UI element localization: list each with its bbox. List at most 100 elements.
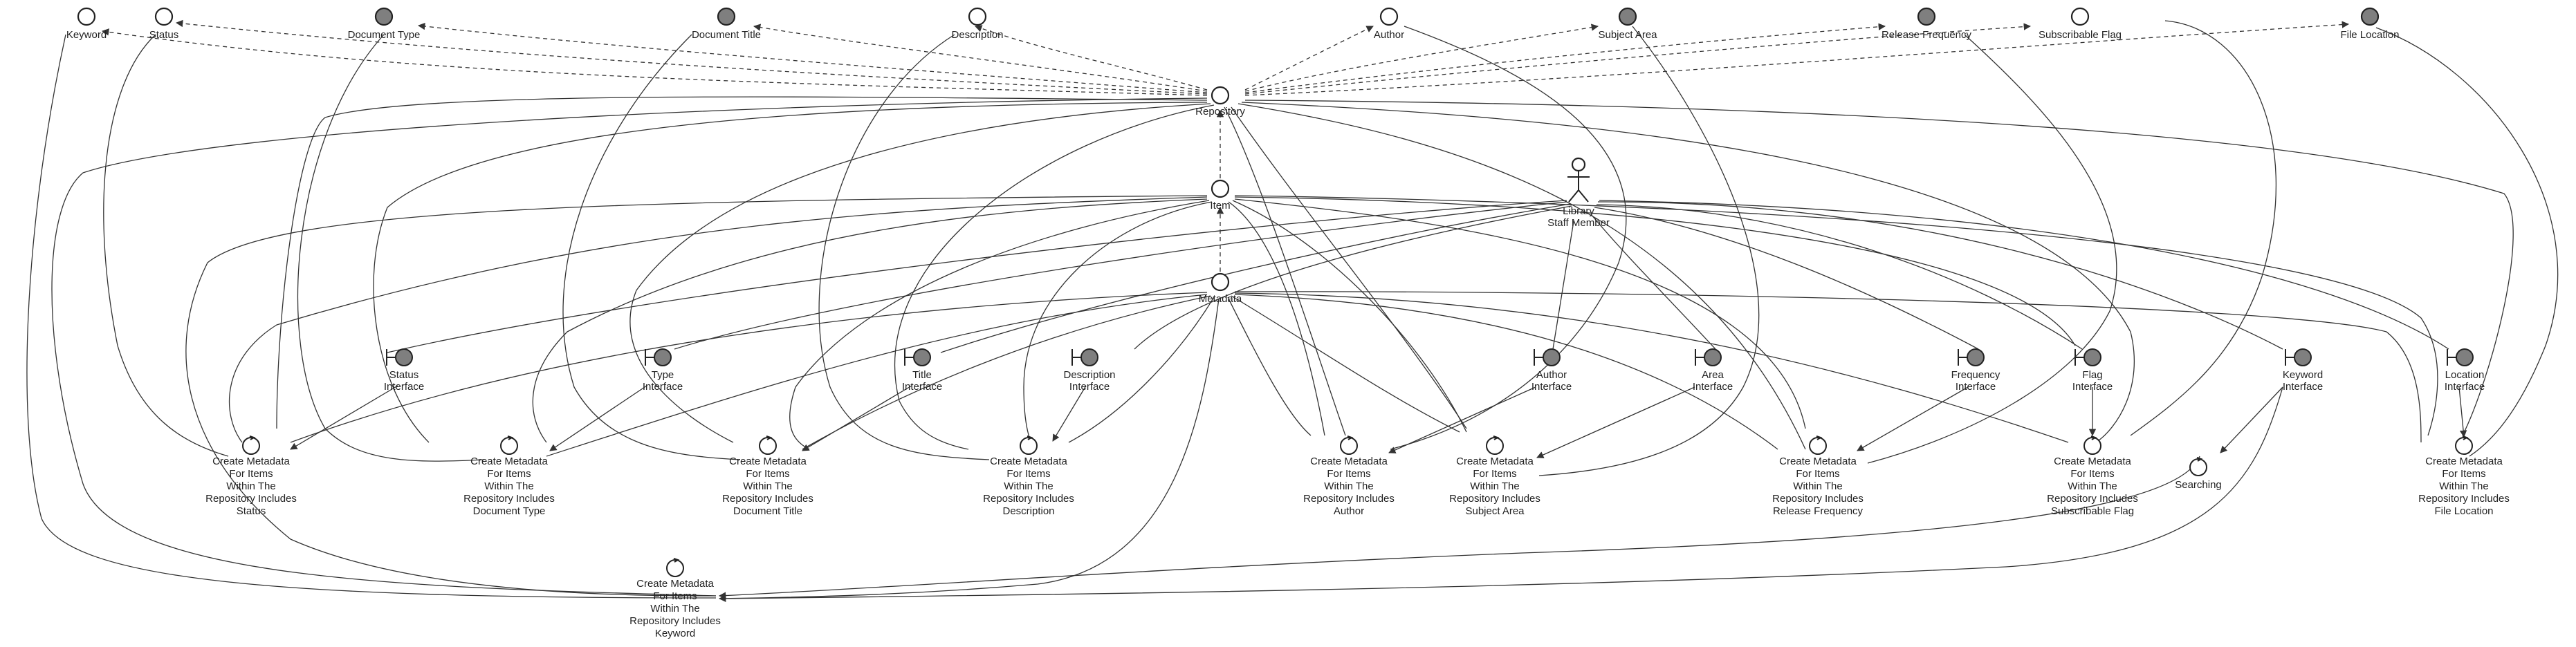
control-uc-document-type[interactable]: Create Metadata For Items Within The Rep… — [463, 435, 555, 517]
control-uc-subject-area[interactable]: Create Metadata For Items Within The Rep… — [1449, 435, 1540, 517]
edge-item-uc-subject — [1232, 200, 1467, 433]
edge-meta-uc-location — [1234, 291, 2422, 443]
control-uc-file-location[interactable]: Create Metadata For Items Within The Rep… — [2418, 435, 2510, 517]
control-label-line1: Create Metadata — [2425, 456, 2503, 467]
control-label-line4: Repository Includes — [1449, 493, 1540, 505]
control-icon — [1809, 435, 1827, 455]
entity-light-icon — [1211, 272, 1230, 292]
edge-location-if-uc — [2458, 386, 2467, 438]
edge-repo-uc-frequency — [1238, 103, 1806, 450]
control-label-line3: Within The — [484, 480, 533, 492]
control-icon — [759, 435, 777, 455]
boundary-label-line2: Interface — [1956, 381, 1996, 393]
entity-item[interactable]: Item — [1210, 179, 1231, 212]
edge-item-uc-description — [1023, 201, 1213, 450]
control-label-line5: Subject Area — [1465, 505, 1525, 517]
control-label-line5: Subscribable Flag — [2051, 505, 2134, 517]
control-uc-author[interactable]: Create Metadata For Items Within The Rep… — [1303, 435, 1395, 517]
entity-document-title[interactable]: Document Title — [692, 7, 761, 41]
control-label-line2: For Items — [1796, 468, 1839, 480]
dependency-edges — [101, 19, 2350, 272]
edge-repo-uc-doctitle — [629, 103, 1211, 443]
edge-author-uc — [1390, 26, 1627, 450]
boundary-type-interface[interactable]: Type Interface — [643, 348, 683, 393]
edge-repo-uc-doctype — [373, 102, 1208, 443]
control-uc-keyword[interactable]: Create Metadata For Items Within The Rep… — [629, 558, 721, 639]
edge-meta-uc-doctype — [546, 294, 1208, 457]
control-label-line1: Create Metadata — [470, 456, 548, 467]
dep-repo-keyword — [101, 28, 1208, 96]
entity-repository[interactable]: Repository — [1195, 86, 1245, 118]
control-icon — [500, 435, 518, 455]
control-label-line1: Create Metadata — [729, 456, 807, 467]
actor-library-staff-member[interactable]: Library Staff Member — [1547, 157, 1610, 229]
control-label-line2: For Items — [2442, 468, 2485, 480]
boundary-label-line1: Author — [1536, 369, 1567, 381]
control-uc-status[interactable]: Create Metadata For Items Within The Rep… — [205, 435, 297, 517]
edge-repo-uc-description — [894, 104, 1215, 450]
boundary-flag-interface[interactable]: Flag Interface — [2072, 348, 2113, 393]
boundary-icon — [386, 348, 413, 366]
entity-label: Status — [149, 29, 179, 41]
control-label-line5: File Location — [2434, 505, 2493, 517]
control-label-line5: Description — [1002, 505, 1054, 517]
dep-repo-doctitle — [753, 24, 1208, 92]
control-label-line5: Document Type — [473, 505, 546, 517]
edge-item-uc-doctype — [532, 198, 1208, 443]
control-label-line2: For Items — [1327, 468, 1370, 480]
boundary-frequency-interface[interactable]: Frequency Interface — [1951, 348, 2000, 393]
edge-item-uc-author — [1228, 201, 1325, 436]
entity-label: Release Frequency — [1882, 29, 1972, 41]
edge-keyword-if-uc-keyword — [719, 386, 2283, 599]
control-searching[interactable]: Searching — [2175, 457, 2222, 491]
edge-actor-status-if — [387, 200, 1567, 353]
edge-subject-uc — [1538, 26, 1760, 476]
boundary-location-interface[interactable]: Location Interface — [2445, 348, 2485, 393]
entity-metadata[interactable]: Metadata — [1199, 272, 1242, 305]
entity-subscribable-flag[interactable]: Subscribable Flag — [2039, 7, 2122, 41]
entity-label: Item — [1210, 200, 1230, 212]
entity-dark-icon — [374, 7, 394, 26]
boundary-description-interface[interactable]: Description Interface — [1063, 348, 1116, 393]
edge-repo-uc-status — [276, 96, 1208, 429]
entity-description[interactable]: Description — [951, 7, 1004, 41]
control-label-line2: For Items — [2070, 468, 2114, 480]
boundary-keyword-interface[interactable]: Keyword Interface — [2283, 348, 2323, 393]
control-label-line3: Within The — [226, 480, 275, 492]
boundary-label-line2: Interface — [2072, 381, 2113, 393]
control-uc-description[interactable]: Create Metadata For Items Within The Rep… — [983, 435, 1074, 517]
edge-repo-uc-location — [1244, 100, 2514, 436]
entity-document-type[interactable]: Document Type — [348, 7, 421, 41]
actor-label-line1: Library — [1563, 205, 1594, 217]
boundary-status-interface[interactable]: Status Interface — [384, 348, 424, 393]
control-label-line4: Repository Includes — [1772, 493, 1864, 505]
boundary-icon — [645, 348, 672, 366]
control-label-line1: Create Metadata — [1456, 456, 1534, 467]
association-edges — [26, 20, 2559, 603]
entity-label: Author — [1374, 29, 1404, 41]
control-uc-subscribable-flag[interactable]: Create Metadata For Items Within The Rep… — [2047, 435, 2138, 517]
control-label-line4: Repository Includes — [983, 493, 1074, 505]
entity-file-location[interactable]: File Location — [2340, 7, 2400, 41]
control-uc-release-frequency[interactable]: Create Metadata For Items Within The Rep… — [1772, 435, 1864, 517]
boundary-author-interface[interactable]: Author Interface — [1531, 348, 1572, 393]
dep-repo-location — [1244, 21, 2350, 96]
control-uc-document-title[interactable]: Create Metadata For Items Within The Rep… — [722, 435, 813, 517]
entity-keyword[interactable]: Keyword — [66, 7, 107, 41]
control-label-line5: Release Frequency — [1773, 505, 1864, 517]
control-label-line4: Repository Includes — [2418, 493, 2510, 505]
entity-release-frequency[interactable]: Release Frequency — [1882, 7, 1972, 41]
edge-type-if-uc — [549, 385, 647, 451]
entity-subject-area[interactable]: Subject Area — [1598, 7, 1657, 41]
boundary-icon — [1071, 348, 1098, 366]
control-icon — [1020, 435, 1038, 455]
boundary-area-interface[interactable]: Area Interface — [1693, 348, 1733, 393]
boundary-label-line2: Interface — [1693, 381, 1733, 393]
boundary-title-interface[interactable]: Title Interface — [902, 348, 942, 393]
entity-author[interactable]: Author — [1374, 7, 1404, 41]
edge-meta-uc-status — [290, 292, 1208, 443]
boundary-label-line1: Title — [912, 369, 932, 381]
entity-status[interactable]: Status — [149, 7, 179, 41]
edge-item-uc-doctitle — [789, 200, 1210, 450]
